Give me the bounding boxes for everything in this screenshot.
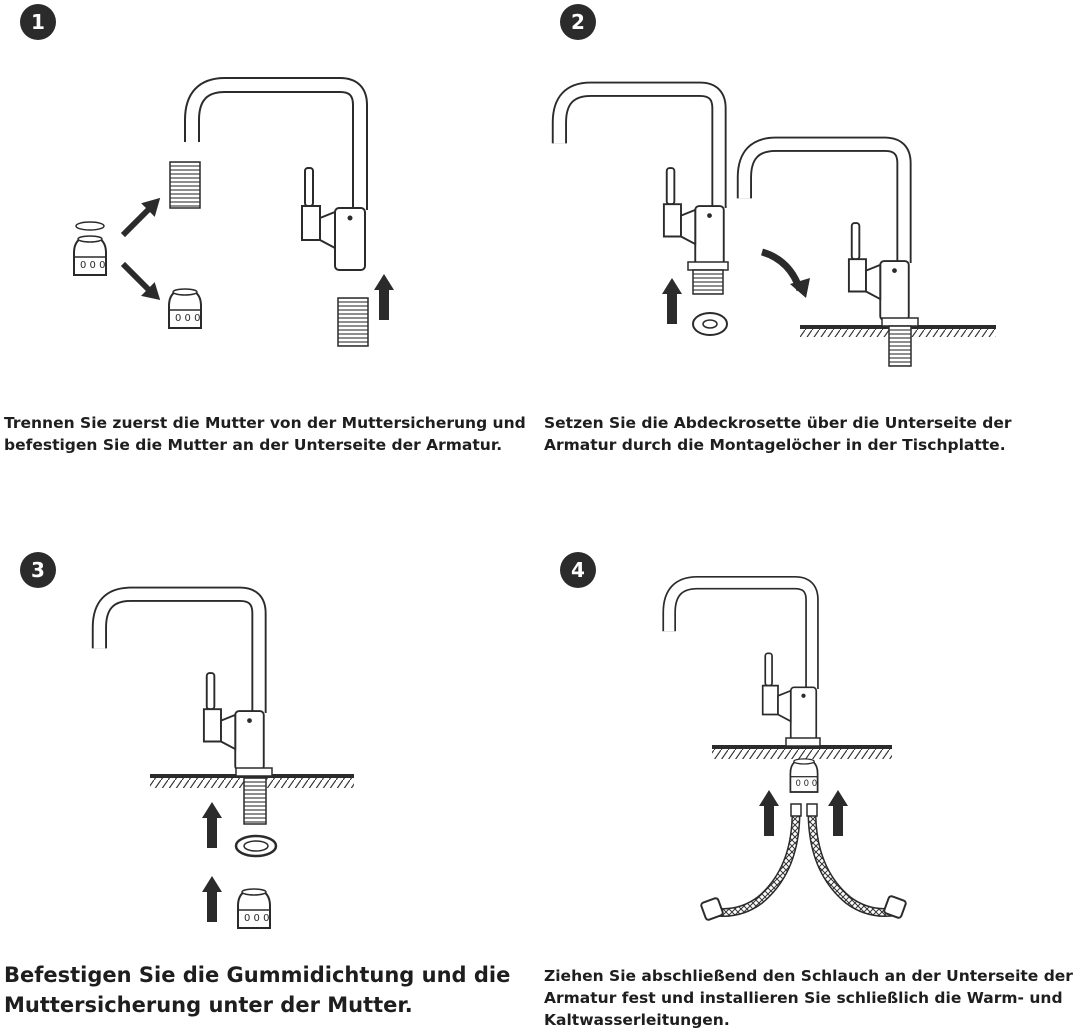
step-4-badge: 4: [560, 552, 596, 588]
step-1-caption: Trennen Sie zuerst die Mutter von der Mu…: [4, 414, 526, 454]
step-3-caption: Befestigen Sie die Gummidichtung und die…: [4, 963, 511, 1017]
step-1-badge: 1: [20, 4, 56, 40]
step-2-badge: 2: [560, 4, 596, 40]
step-2-illustration: [559, 89, 996, 367]
step-4-caption: Ziehen Sie abschließend den Schlauch an …: [544, 967, 1073, 1029]
step-1-illustration: [73, 85, 394, 347]
step-3-badge: 3: [20, 552, 56, 588]
step-4-illustration: [669, 583, 907, 921]
step-3-illustration: [99, 594, 354, 929]
step-2-caption: Setzen Sie die Abdeckrosette über die Un…: [544, 414, 1012, 454]
